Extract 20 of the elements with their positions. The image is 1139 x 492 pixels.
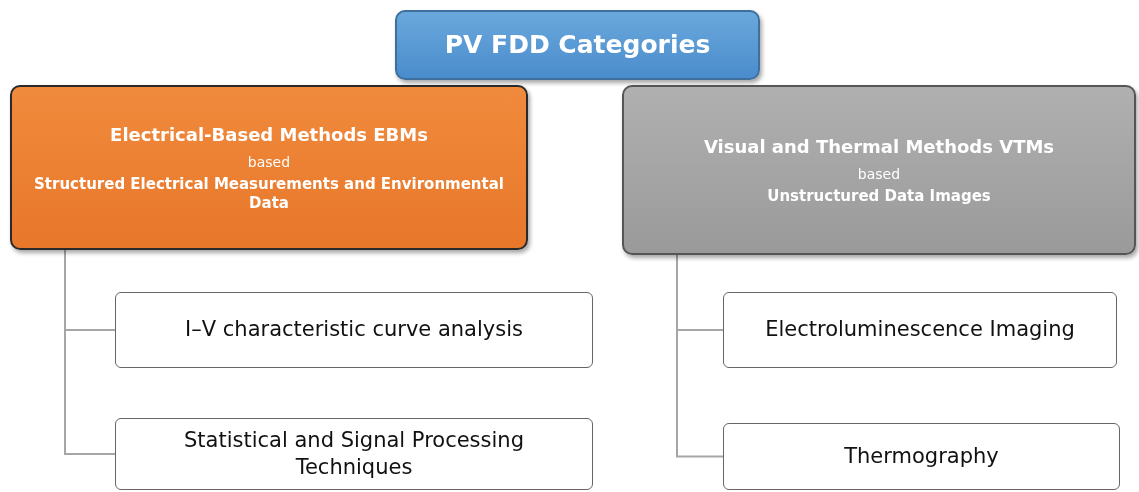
category-heading: Visual and Thermal Methods VTMs [703, 135, 1055, 159]
method-label: Electroluminescence Imaging [765, 316, 1075, 344]
title-text: PV FDD Categories [444, 28, 711, 61]
method-label: I–V characteristic curve analysis [185, 316, 523, 344]
category-heading: Electrical-Based Methods EBMs [110, 123, 428, 147]
method-box [115, 418, 593, 490]
connector-word: based [247, 152, 291, 171]
connector-line [676, 254, 724, 458]
connector-line [64, 249, 116, 455]
category-basis: Structured Electrical Measurements and Environmental Data [33, 174, 505, 214]
method-box [723, 423, 1120, 490]
method-box [115, 292, 593, 368]
title-box [395, 10, 760, 80]
connector-word: based [857, 164, 901, 184]
method-box [723, 292, 1117, 368]
category-basis: Unstructured Data Images [767, 187, 991, 207]
method-label: Thermography [844, 442, 999, 470]
category-box [622, 85, 1136, 255]
method-label: Statistical and Signal Processing Techniques [183, 426, 525, 481]
category-box [10, 85, 528, 250]
